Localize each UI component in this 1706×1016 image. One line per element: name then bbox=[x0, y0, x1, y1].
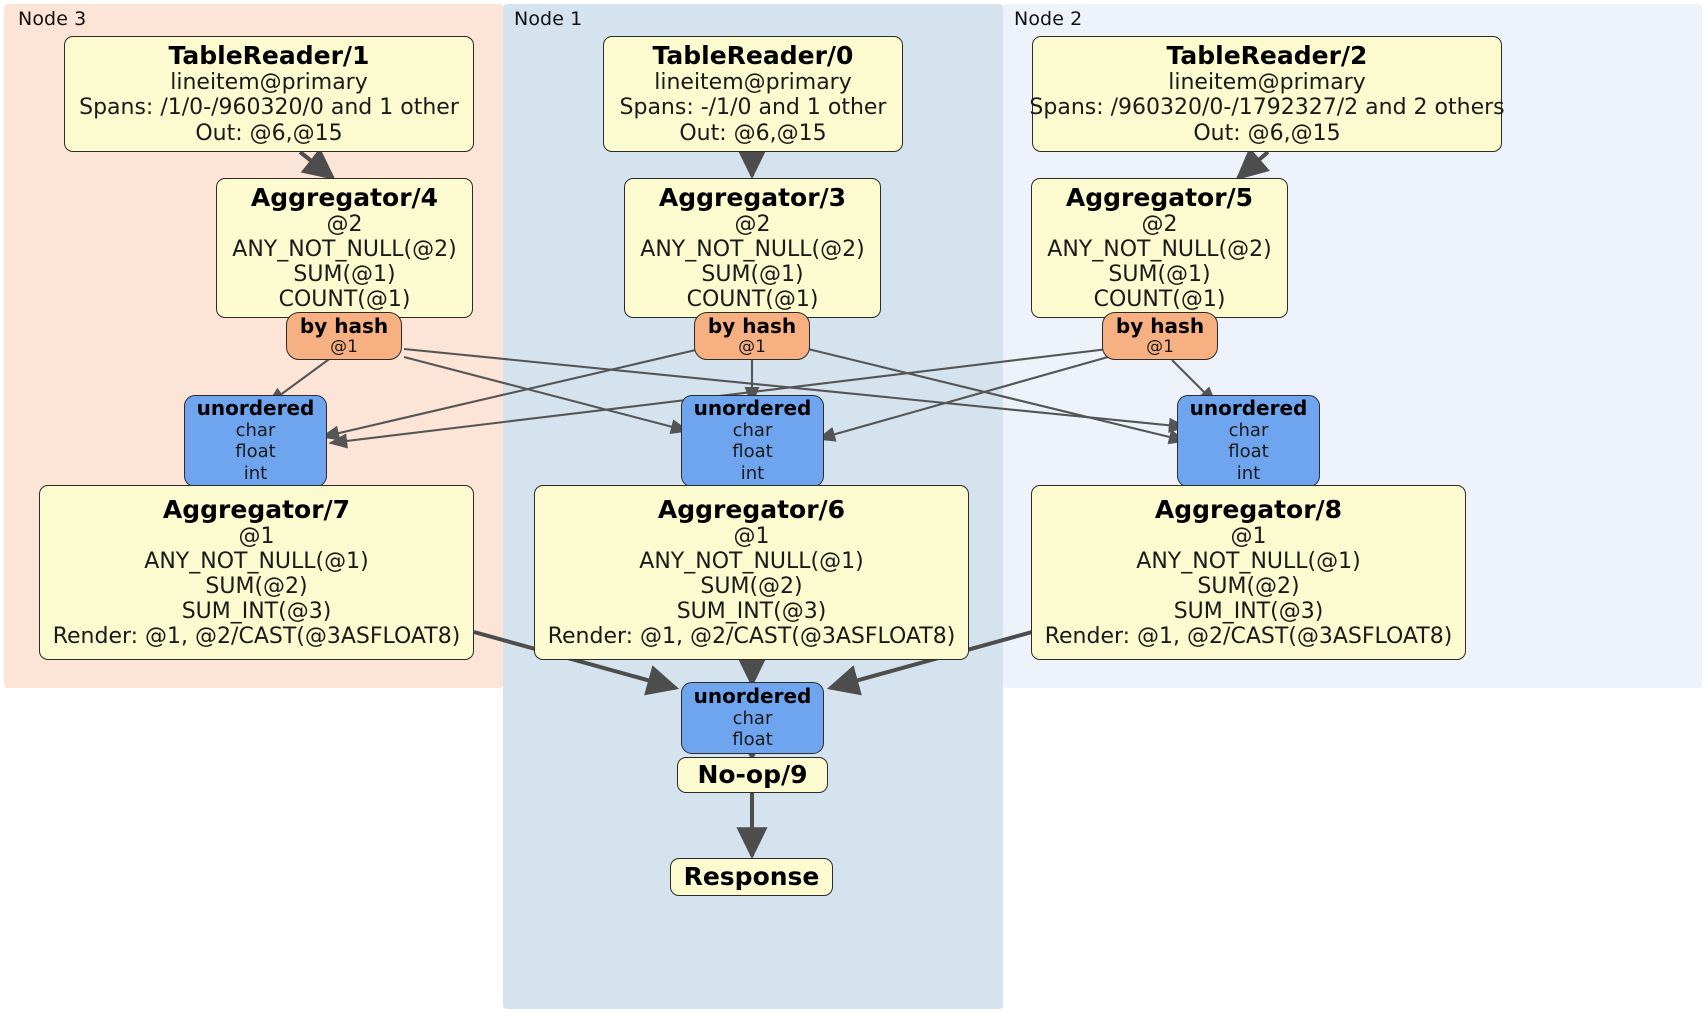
node-title: No-op/9 bbox=[697, 760, 808, 789]
stream-line: int bbox=[243, 462, 268, 484]
stream-title: unordered bbox=[1189, 396, 1308, 421]
node-line: ANY_NOT_NULL(@2) bbox=[1047, 236, 1272, 262]
node-title: Aggregator/8 bbox=[1154, 494, 1343, 524]
node-title: Aggregator/6 bbox=[657, 494, 846, 524]
node-line: @2 bbox=[734, 211, 771, 237]
node-line: ANY_NOT_NULL(@1) bbox=[144, 548, 369, 574]
panel-label-node-2: Node 2 bbox=[1014, 8, 1083, 30]
node-aggregator-5[interactable]: Aggregator/5 @2 ANY_NOT_NULL(@2) SUM(@1)… bbox=[1031, 178, 1288, 318]
node-line: SUM(@1) bbox=[1108, 262, 1211, 287]
node-line: SUM_INT(@3) bbox=[676, 599, 827, 625]
node-line: Render: @1, @2/CAST(@3ASFLOAT8) bbox=[52, 624, 461, 650]
node-title: Aggregator/5 bbox=[1065, 182, 1254, 212]
stream-line: int bbox=[740, 462, 765, 484]
stream-unordered-left[interactable]: unordered char float int bbox=[184, 395, 327, 487]
node-line: COUNT(@1) bbox=[1093, 287, 1226, 313]
stream-unordered-final[interactable]: unordered char float bbox=[681, 682, 824, 754]
node-line: SUM_INT(@3) bbox=[181, 599, 332, 625]
node-noop-9[interactable]: No-op/9 bbox=[677, 757, 828, 793]
stream-title: unordered bbox=[693, 396, 812, 421]
node-line: ANY_NOT_NULL(@1) bbox=[639, 548, 864, 574]
node-line: SUM(@1) bbox=[293, 262, 396, 287]
node-line: Spans: -/1/0 and 1 other bbox=[619, 95, 887, 121]
router-by-hash-left[interactable]: by hash @1 bbox=[286, 312, 402, 360]
node-line: Render: @1, @2/CAST(@3ASFLOAT8) bbox=[547, 624, 956, 650]
node-title: TableReader/2 bbox=[1166, 41, 1368, 71]
node-line: lineitem@primary bbox=[1168, 70, 1366, 96]
stream-line: int bbox=[1236, 462, 1261, 484]
node-line: SUM(@1) bbox=[701, 262, 804, 287]
node-title: Aggregator/4 bbox=[250, 182, 439, 212]
node-title: TableReader/0 bbox=[652, 41, 854, 71]
stream-line: float bbox=[732, 729, 773, 751]
node-aggregator-4[interactable]: Aggregator/4 @2 ANY_NOT_NULL(@2) SUM(@1)… bbox=[216, 178, 473, 318]
router-title: by hash bbox=[707, 314, 797, 339]
node-line: Out: @6,@15 bbox=[679, 120, 827, 146]
router-line: @1 bbox=[1146, 336, 1174, 357]
node-title: Aggregator/3 bbox=[658, 182, 847, 212]
node-line: ANY_NOT_NULL(@2) bbox=[640, 236, 865, 262]
node-line: @1 bbox=[238, 523, 275, 549]
stream-unordered-center[interactable]: unordered char float int bbox=[681, 395, 824, 487]
node-line: Spans: /1/0-/960320/0 and 1 other bbox=[79, 95, 459, 121]
node-line: ANY_NOT_NULL(@1) bbox=[1136, 548, 1361, 574]
router-title: by hash bbox=[299, 314, 389, 339]
stream-line: float bbox=[1228, 441, 1269, 463]
stream-line: float bbox=[235, 441, 276, 463]
node-line: @1 bbox=[733, 523, 770, 549]
node-line: Spans: /960320/0-/1792327/2 and 2 others bbox=[1029, 95, 1505, 121]
stream-line: char bbox=[1228, 419, 1269, 441]
router-title: by hash bbox=[1115, 314, 1205, 339]
stream-title: unordered bbox=[196, 396, 315, 421]
node-line: SUM(@2) bbox=[205, 573, 308, 599]
node-title: Response bbox=[683, 862, 820, 891]
node-line: ANY_NOT_NULL(@2) bbox=[232, 236, 457, 262]
node-line: SUM(@2) bbox=[1197, 573, 1300, 599]
node-response[interactable]: Response bbox=[670, 858, 833, 896]
node-aggregator-3[interactable]: Aggregator/3 @2 ANY_NOT_NULL(@2) SUM(@1)… bbox=[624, 178, 881, 318]
node-line: SUM_INT(@3) bbox=[1173, 599, 1324, 625]
node-line: COUNT(@1) bbox=[686, 287, 819, 313]
node-tablereader-1[interactable]: TableReader/1 lineitem@primary Spans: /1… bbox=[64, 36, 474, 152]
router-by-hash-center[interactable]: by hash @1 bbox=[694, 312, 810, 360]
node-aggregator-7[interactable]: Aggregator/7 @1 ANY_NOT_NULL(@1) SUM(@2)… bbox=[39, 485, 474, 660]
node-title: TableReader/1 bbox=[168, 41, 370, 71]
router-line: @1 bbox=[330, 336, 358, 357]
stream-line: char bbox=[732, 419, 773, 441]
node-aggregator-8[interactable]: Aggregator/8 @1 ANY_NOT_NULL(@1) SUM(@2)… bbox=[1031, 485, 1466, 660]
node-line: COUNT(@1) bbox=[278, 287, 411, 313]
stream-line: char bbox=[235, 419, 276, 441]
stream-line: char bbox=[732, 707, 773, 729]
node-line: lineitem@primary bbox=[654, 70, 852, 96]
router-by-hash-right[interactable]: by hash @1 bbox=[1102, 312, 1218, 360]
node-line: SUM(@2) bbox=[700, 573, 803, 599]
stream-title: unordered bbox=[693, 684, 812, 709]
panel-label-node-3: Node 3 bbox=[18, 8, 87, 30]
node-line: @1 bbox=[1230, 523, 1267, 549]
stream-line: float bbox=[732, 441, 773, 463]
node-line: Out: @6,@15 bbox=[1193, 120, 1341, 146]
node-line: Render: @1, @2/CAST(@3ASFLOAT8) bbox=[1044, 624, 1453, 650]
node-tablereader-2[interactable]: TableReader/2 lineitem@primary Spans: /9… bbox=[1029, 36, 1505, 152]
node-line: @2 bbox=[1141, 211, 1178, 237]
router-line: @1 bbox=[738, 336, 766, 357]
node-aggregator-6[interactable]: Aggregator/6 @1 ANY_NOT_NULL(@1) SUM(@2)… bbox=[534, 485, 969, 660]
node-line: @2 bbox=[326, 211, 363, 237]
node-line: Out: @6,@15 bbox=[195, 120, 343, 146]
node-title: Aggregator/7 bbox=[162, 494, 351, 524]
stream-unordered-right[interactable]: unordered char float int bbox=[1177, 395, 1320, 487]
panel-label-node-1: Node 1 bbox=[514, 8, 583, 30]
node-line: lineitem@primary bbox=[170, 70, 368, 96]
node-tablereader-0[interactable]: TableReader/0 lineitem@primary Spans: -/… bbox=[603, 36, 903, 152]
